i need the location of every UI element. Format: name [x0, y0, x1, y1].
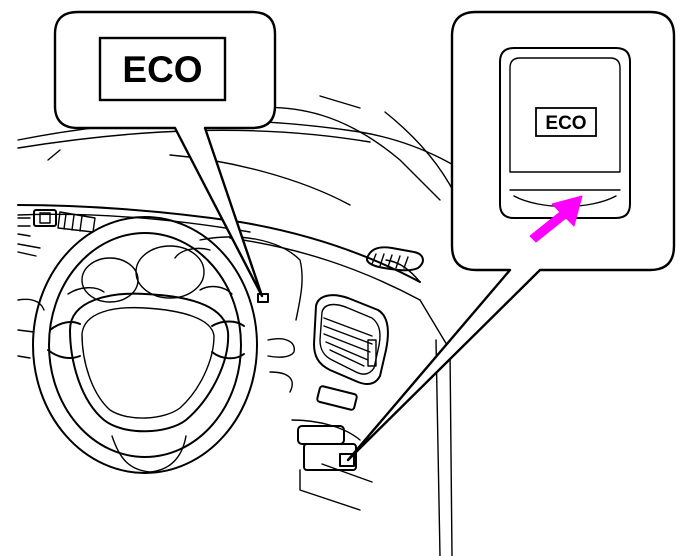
eco-label-large: ECO	[122, 49, 202, 90]
callout-switch: ECO	[346, 10, 676, 462]
eco-label-box-small	[535, 107, 597, 137]
eco-label-small: ECO	[545, 113, 586, 134]
eco-indicator-lamp	[257, 293, 269, 303]
eco-switch-small	[339, 453, 355, 467]
eco-switch: ECO	[499, 47, 631, 219]
steering-wheel	[32, 216, 258, 474]
console-button	[316, 385, 358, 411]
eco-label-box-large	[98, 36, 227, 102]
arrow-up-right-icon	[529, 195, 583, 243]
left-air-vent	[17, 209, 96, 257]
dashboard-illustration	[17, 95, 501, 556]
center-top-vent	[366, 246, 424, 272]
center-air-vent	[313, 294, 389, 385]
callout-indicator: ECO	[53, 10, 277, 298]
